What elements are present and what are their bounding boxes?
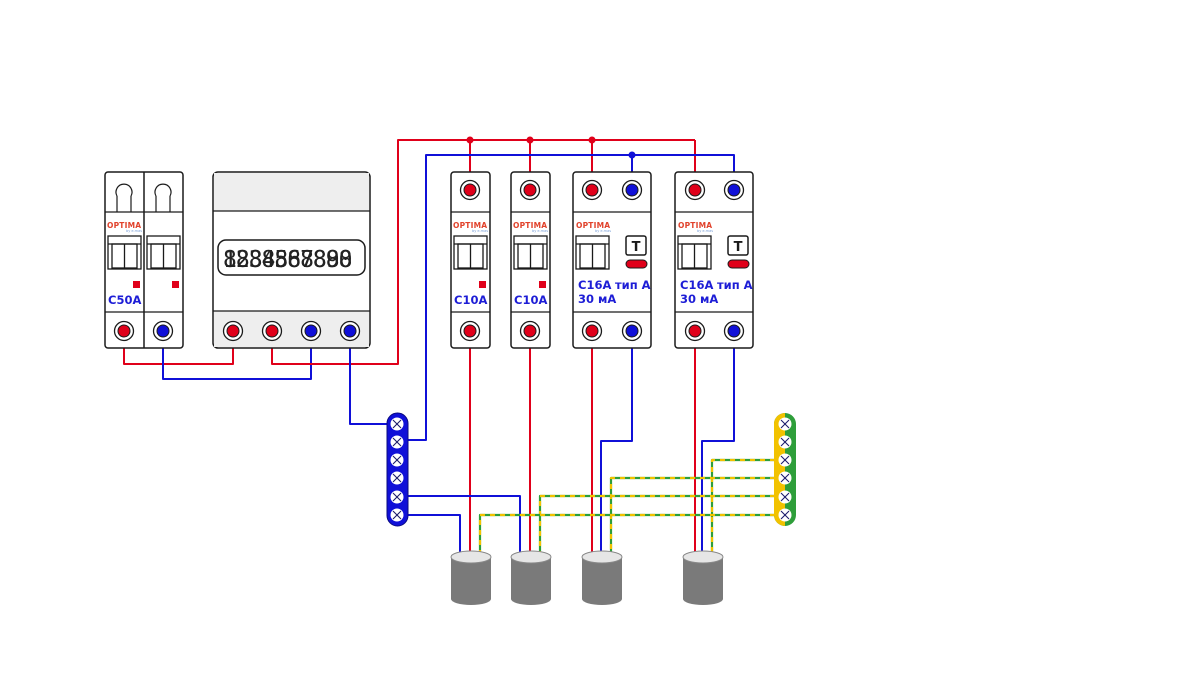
terminal-screw-icon[interactable] [389,507,405,523]
trip-indicator-icon [479,281,486,288]
rcbo-1-brand: OPTIMA [576,221,610,230]
test-button[interactable]: T [625,235,647,256]
terminal-screw-icon[interactable] [389,470,405,486]
cylinder-load-icon [450,550,492,605]
phase-wire-meter-to-top-bus [271,139,695,365]
neutral-out-rcbo-1 [600,331,633,553]
rcbo-2-sensitivity: 30 мА [680,292,718,306]
neutral-terminal-icon[interactable] [304,324,318,338]
loads [450,550,724,605]
trip-indicator-icon [172,281,179,288]
handle-icon[interactable] [453,235,488,270]
terminal-screw-icon[interactable] [777,507,793,523]
terminal-screw-icon[interactable] [389,452,405,468]
rcbo-2-type: тип А [717,278,753,292]
terminal-screw-icon[interactable] [777,489,793,505]
rcd-indicator-icon [625,259,648,269]
neutral-out-load-2 [397,495,521,553]
breaker-1-rating: C10A [454,293,487,307]
neutral-out-rcbo-2 [701,331,735,553]
phase-terminal-icon[interactable] [585,183,599,197]
brand-subtext: by e.mas [126,229,142,233]
phase-terminal-icon[interactable] [463,324,477,338]
breaker-2: OPTIMA by e.mas C10A [510,171,551,349]
phase-terminal-icon[interactable] [265,324,279,338]
handle-icon[interactable] [146,235,181,270]
cylinder-load-icon [510,550,552,605]
neutral-terminal-icon[interactable] [625,183,639,197]
wires [123,136,785,553]
breaker-2-brand: OPTIMA [513,221,547,230]
neutral-bus [386,412,409,527]
test-button[interactable]: T [727,235,749,256]
phase-terminal-icon[interactable] [523,324,537,338]
handle-icon[interactable] [513,235,548,270]
junction-dot [628,151,636,159]
trip-indicator-icon [539,281,546,288]
brand-subtext: by e.mas [472,229,488,233]
neutral-terminal-icon[interactable] [625,324,639,338]
breaker-2-rating: C10A [514,293,547,307]
terminal-screw-icon[interactable] [777,470,793,486]
breaker-1: OPTIMA by e.mas C10A [450,171,491,349]
terminal-screw-icon[interactable] [777,452,793,468]
terminal-screw-icon[interactable] [777,416,793,432]
neutral-terminal-icon[interactable] [343,324,357,338]
rcbo-1-rating: C16A [578,278,611,292]
neutral-terminal-icon[interactable] [727,324,741,338]
ground-bus [774,413,796,526]
junction-dot [526,136,534,144]
neutral-wire-meter-to-nbus [349,331,397,425]
neutral-out-load-1 [397,514,461,553]
brand-subtext: by e.mas [595,229,611,233]
test-button-label: T [632,240,641,255]
phase-terminal-icon[interactable] [523,183,537,197]
terminal-clamp-icon [115,183,172,212]
rcbo-1: OPTIMA by e.mas T C16A тип А 30 мА [572,171,652,349]
handle-icon[interactable] [107,235,142,270]
ground-wires [478,458,785,553]
terminal-screw-icon[interactable] [389,416,405,432]
phase-terminal-icon[interactable] [117,324,131,338]
rcbo-2-brand: OPTIMA [678,221,712,230]
phase-terminal-icon[interactable] [585,324,599,338]
phase-terminal-icon[interactable] [688,183,702,197]
rcbo-1-type: тип А [615,278,651,292]
cylinder-load-icon [581,550,623,605]
rcbo-2-rating: C16A [680,278,713,292]
terminal-screw-icon[interactable] [389,434,405,450]
main-breaker-rating: C50A [108,293,141,307]
neutral-terminal-icon[interactable] [727,183,741,197]
meter-terminals [222,320,361,342]
meter-display-value: 1234567890 [223,247,352,273]
brand-subtext: by e.mas [532,229,548,233]
rcbo-1-sensitivity: 30 мА [578,292,616,306]
phase-terminal-icon[interactable] [688,324,702,338]
neutral-wire-breaker-to-meter [162,331,312,380]
neutral-wire-nbus-to-rcbo-top [397,154,735,441]
rcd-indicator-icon [727,259,750,269]
test-button-label: T [734,240,743,255]
brand-subtext: by e.mas [697,229,713,233]
main-breaker: OPTIMA by e.mas C50A [104,171,184,349]
breaker-1-brand: OPTIMA [453,221,487,230]
meter-display [217,239,366,276]
phase-terminal-icon[interactable] [226,324,240,338]
junction-dot [466,136,474,144]
junction-dot [588,136,596,144]
handle-icon[interactable] [677,235,712,270]
handle-icon[interactable] [575,235,610,270]
meter-display-ghost: 8888888888 [223,247,352,273]
phase-terminal-icon[interactable] [463,183,477,197]
trip-indicator-icon [133,281,140,288]
neutral-terminal-icon[interactable] [156,324,170,338]
rcbo-2: OPTIMA by e.mas T C16A тип А 30 мА [674,171,754,349]
cylinder-load-icon [682,550,724,605]
main-breaker-brand: OPTIMA [107,221,141,230]
terminal-screw-icon[interactable] [389,489,405,505]
terminal-screw-icon[interactable] [777,434,793,450]
energy-meter: 8888888888 1234567890 [212,171,371,349]
